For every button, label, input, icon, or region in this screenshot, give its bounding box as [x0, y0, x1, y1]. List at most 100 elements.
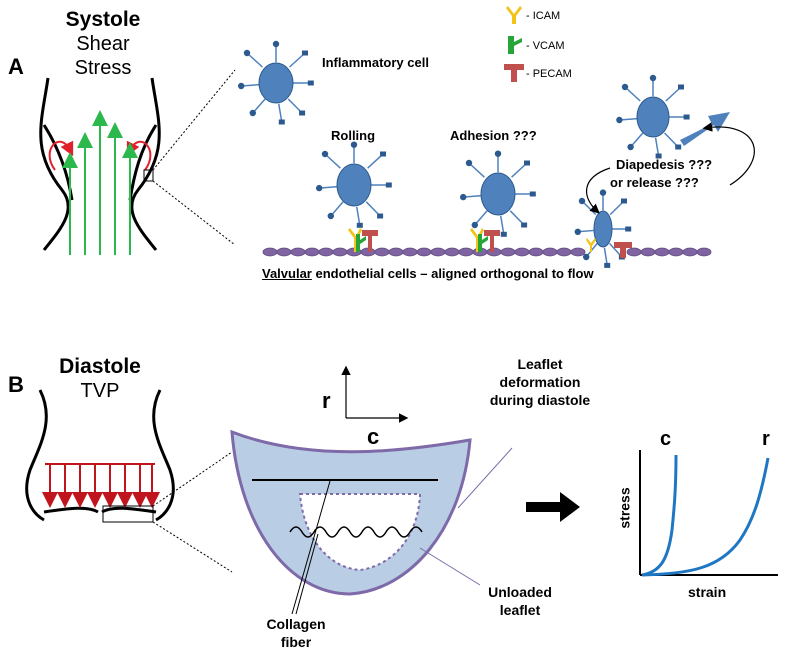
endothelial-cell [458, 247, 474, 257]
endothelial-cell [640, 247, 656, 257]
endothelial-cell [556, 247, 572, 257]
collagen-pointer [291, 480, 331, 615]
curve-c-label: c [660, 428, 672, 450]
systole-vessel [39, 69, 236, 255]
zoom-line-b [152, 521, 233, 573]
endothelial-cell [290, 247, 306, 257]
deformation-label-3: during diastole [489, 392, 591, 408]
endothelial-cell [682, 247, 698, 257]
endothelial-cell [402, 247, 418, 257]
inflammatory-cell [460, 150, 536, 237]
vcam-symbol [508, 36, 522, 54]
endothelial-cell [626, 247, 642, 257]
endothelial-cell [500, 247, 516, 257]
diastole-vessel [25, 389, 233, 573]
molecules-rolling [348, 228, 378, 252]
legend-icam-label: - ICAM [526, 10, 561, 22]
endothelial-cell [416, 247, 432, 257]
graph-y-label: stress [616, 487, 633, 529]
molecules-adhesion [470, 228, 500, 252]
endothelial-cell [430, 247, 446, 257]
curve-r [641, 457, 770, 577]
systole-title: Systole [65, 8, 141, 31]
endothelial-cell [262, 247, 278, 257]
axis-r-label: r [322, 388, 331, 413]
axis-c-label: c [367, 424, 380, 449]
curve-c [641, 454, 678, 577]
deformation-label-2: deformation [499, 374, 581, 390]
leaflet-left [42, 124, 74, 201]
inflammatory-cell [574, 189, 632, 268]
zoom-line [152, 69, 236, 171]
legend-pecam-label: - PECAM [526, 68, 572, 80]
rolling-label: Rolling [331, 128, 376, 143]
inflammatory-cell [316, 141, 392, 228]
release-label: or release ??? [610, 175, 699, 190]
unloaded-leaflet [298, 493, 422, 572]
unloaded-label-1: Unloaded [488, 584, 552, 600]
endothelial-cell [276, 247, 292, 257]
deformation-pointer [457, 447, 513, 509]
endothelial-cell [304, 247, 320, 257]
molecules-diapedesis [586, 238, 632, 258]
vessel-wall-right-b [152, 389, 175, 522]
stress-strain-graph [639, 450, 778, 577]
endothelial-cell [542, 247, 558, 257]
endothelial-cell [696, 247, 712, 257]
result-arrow [526, 492, 580, 522]
endothelial-cell [374, 247, 390, 257]
valvular-word: Valvular [262, 266, 312, 281]
endothelial-cell [528, 247, 544, 257]
zoom-box-b [102, 505, 154, 523]
graph-x-label: strain [688, 584, 727, 600]
inflammatory-cells [238, 40, 690, 268]
curved-arrow-back [702, 122, 755, 186]
leaflet-diagram [230, 429, 513, 615]
diapedesis-label: Diapedesis ??? [616, 157, 713, 172]
endothelial-cell [668, 247, 684, 257]
collagen-label-2: fiber [280, 634, 312, 650]
panel-label-a: A [8, 54, 24, 79]
collagen-pointer [295, 533, 319, 615]
stress-label: Stress [74, 57, 132, 79]
vortex-left [48, 140, 74, 171]
endothelial-cell [318, 247, 334, 257]
endothelial-caption: Valvular endothelial cells – aligned ort… [262, 266, 594, 281]
vessel-wall-right [130, 77, 161, 251]
vessel-wall-left [39, 77, 70, 251]
closed-leaflet-left [43, 506, 99, 514]
legend-vcam-label: - VCAM [526, 40, 565, 52]
zoom-line [152, 180, 236, 246]
collagen-label-1: Collagen [266, 616, 326, 632]
legend-symbols [504, 6, 524, 82]
panel-label-b: B [8, 372, 24, 397]
icam-symbol [506, 6, 522, 24]
zoom-box [143, 169, 154, 182]
adhesion-label: Adhesion ??? [450, 128, 537, 143]
pecam-symbol [504, 64, 524, 82]
endothelial-cell [570, 247, 586, 257]
endothelial-layer [262, 247, 712, 257]
unloaded-label-2: leaflet [499, 602, 541, 618]
collagen-fiber-crimped [289, 526, 423, 538]
endothelial-cell [654, 247, 670, 257]
endothelial-cell [332, 247, 348, 257]
inflammatory-cell [238, 40, 314, 125]
inflammatory-cell [616, 74, 690, 159]
shear-label: Shear [76, 33, 130, 55]
endothelial-cell [388, 247, 404, 257]
endothelial-rest: endothelial cells – aligned orthogonal t… [311, 266, 594, 281]
vessel-wall-left-b [25, 389, 48, 522]
tvp-label: TVP [80, 380, 120, 402]
unloaded-pointer [419, 547, 481, 586]
endothelial-cell [514, 247, 530, 257]
curved-arrow-down [585, 167, 611, 214]
deformation-label-1: Leaflet [517, 356, 563, 372]
curve-r-label: r [762, 428, 770, 450]
inflammatory-cell-label: Inflammatory cell [322, 55, 429, 70]
closed-leaflet-right [101, 506, 157, 514]
endothelial-cell [444, 247, 460, 257]
leaflet-right [128, 124, 158, 201]
diastole-title: Diastole [59, 355, 141, 378]
